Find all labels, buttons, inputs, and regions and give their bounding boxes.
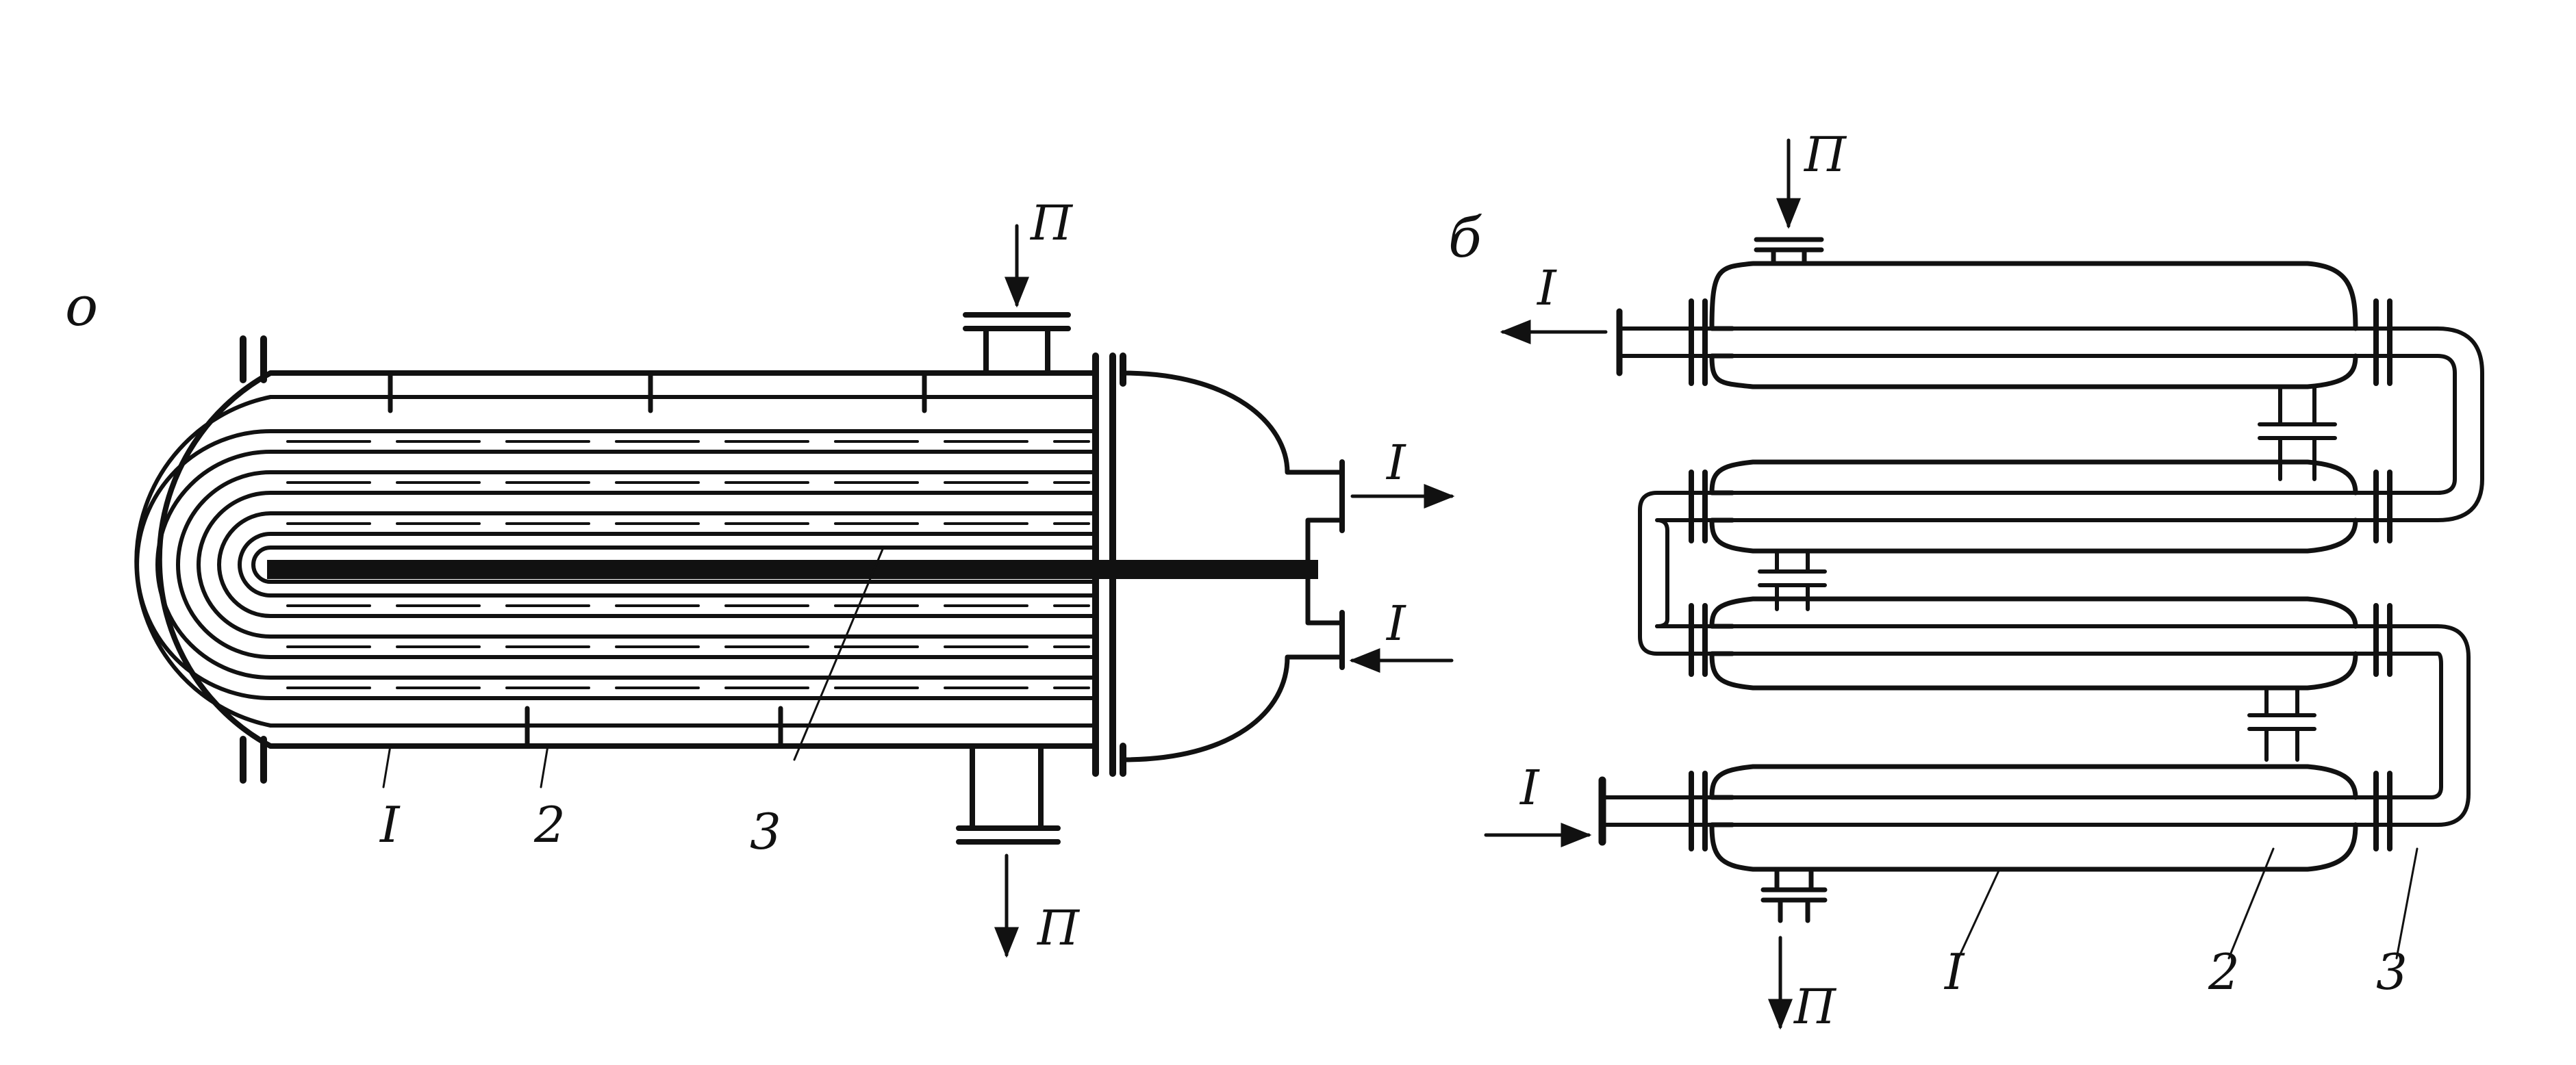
shell-connector-2 <box>1758 549 1827 611</box>
top-nozzle <box>963 312 1071 376</box>
part-number-2-a: 2 <box>533 796 566 854</box>
part-number-1-a: I <box>379 796 401 854</box>
section-bottom <box>1598 764 2440 872</box>
outer-pipe-1 <box>1709 261 2358 389</box>
shell-inlet-nozzle <box>1754 237 1824 266</box>
panel-a-letter: о <box>65 274 98 338</box>
label-inlet-top-b: П <box>1803 127 1847 183</box>
part-number-1-b: I <box>1943 943 1965 1001</box>
label-outlet-bottom-b: П <box>1793 979 1837 1035</box>
gland-flanges-3 <box>1689 603 2392 677</box>
part-leaders <box>382 546 885 788</box>
part-leaders-b <box>1957 847 2419 960</box>
shell-outlet-nozzle <box>1760 867 1828 923</box>
label-outlet-right-a: I <box>1385 435 1406 491</box>
shell-connector-1 <box>2258 385 2337 481</box>
outer-pipe-4 <box>1709 764 2358 872</box>
inner-pipe-3 <box>1655 624 2471 827</box>
label-outlet-left-b: I <box>1536 260 1557 316</box>
gland-flanges-1 <box>1689 298 2392 386</box>
channel-head <box>1120 370 1345 762</box>
label-inlet-right-a: I <box>1385 595 1406 652</box>
part-number-3-a: 3 <box>750 803 781 860</box>
part-number-2-b: 2 <box>2208 943 2240 1001</box>
label-inlet-left-b: I <box>1519 760 1540 816</box>
part-number-3-b: 3 <box>2376 943 2408 1001</box>
outer-pipe-2 <box>1709 459 2358 554</box>
section-third <box>1655 596 2471 827</box>
section-top <box>1616 261 2484 522</box>
gland-flanges-2 <box>1689 470 2392 543</box>
inner-pipe-1 <box>1617 326 2484 522</box>
partition-bar <box>267 560 1318 579</box>
label-outlet-bottom-a: П <box>1036 900 1081 956</box>
inner-pipe-4 <box>1600 795 2440 827</box>
u-tube-bundle <box>135 429 1098 700</box>
shell-connector-3 <box>2247 686 2316 762</box>
baffle-marks <box>388 370 1098 749</box>
shell-outer <box>156 370 1098 749</box>
panel-b-letter: б <box>1448 206 1482 270</box>
panel-a-u-tube-exchanger: о П П <box>65 195 1455 958</box>
outer-pipe-3 <box>1709 596 2358 691</box>
shell-flange-left <box>240 335 267 784</box>
label-inlet-top-a: П <box>1029 195 1074 251</box>
panel-b-double-pipe-exchanger: б <box>1448 127 2484 1035</box>
bottom-nozzle <box>956 743 1061 845</box>
gland-flanges-4 <box>1689 771 2392 851</box>
